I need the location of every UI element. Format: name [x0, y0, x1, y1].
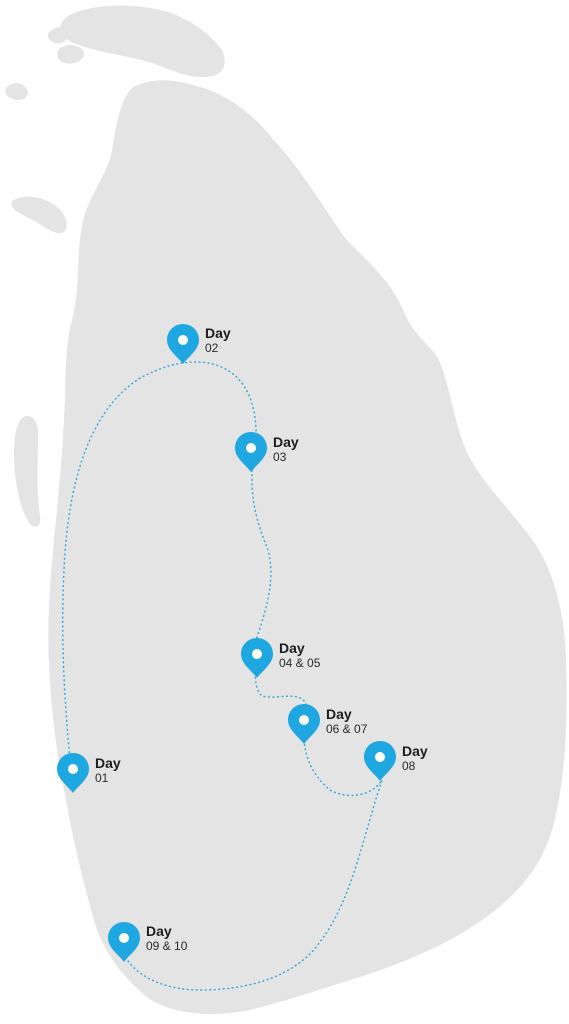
map-pin-icon: [241, 638, 273, 678]
island-west-1: [5, 83, 28, 100]
stop-days: 09 & 10: [146, 939, 188, 953]
island-mannar: [11, 196, 67, 234]
stop-day-04-05[interactable]: Day 04 & 05: [240, 637, 340, 685]
map-pin-icon: [235, 432, 267, 472]
stop-title: Day: [326, 706, 352, 722]
stop-days: 02: [205, 341, 219, 355]
stop-day-03[interactable]: Day 03: [234, 431, 324, 479]
map-pin-icon: [57, 753, 89, 793]
stop-title: Day: [95, 755, 121, 771]
island-landmass: [48, 80, 567, 1014]
stop-days: 08: [402, 759, 416, 773]
stop-title: Day: [273, 434, 299, 450]
map-pin-icon: [364, 741, 396, 781]
stop-day-06-07[interactable]: Day 06 & 07: [287, 703, 387, 751]
stop-days: 06 & 07: [326, 722, 368, 736]
stop-title: Day: [279, 640, 305, 656]
stop-day-09-10[interactable]: Day 09 & 10: [107, 921, 207, 969]
stop-title: Day: [402, 743, 428, 759]
stop-days: 03: [273, 450, 287, 464]
stop-day-02[interactable]: Day 02: [166, 323, 256, 371]
stop-days: 01: [95, 771, 109, 785]
island-north-1: [47, 27, 69, 44]
map-pin-icon: [108, 922, 140, 962]
stop-title: Day: [205, 325, 231, 341]
stop-day-01[interactable]: Day 01: [56, 752, 146, 800]
stop-days: 04 & 05: [279, 656, 321, 670]
kalpitiya-peninsula: [14, 415, 41, 527]
map-pin-icon: [288, 704, 320, 744]
map-pin-icon: [167, 324, 199, 364]
stop-day-08[interactable]: Day 08: [363, 740, 453, 788]
stop-title: Day: [146, 923, 172, 939]
route-path: [62, 361, 383, 991]
island-north-2: [57, 45, 84, 64]
jaffna-peninsula: [60, 5, 225, 78]
